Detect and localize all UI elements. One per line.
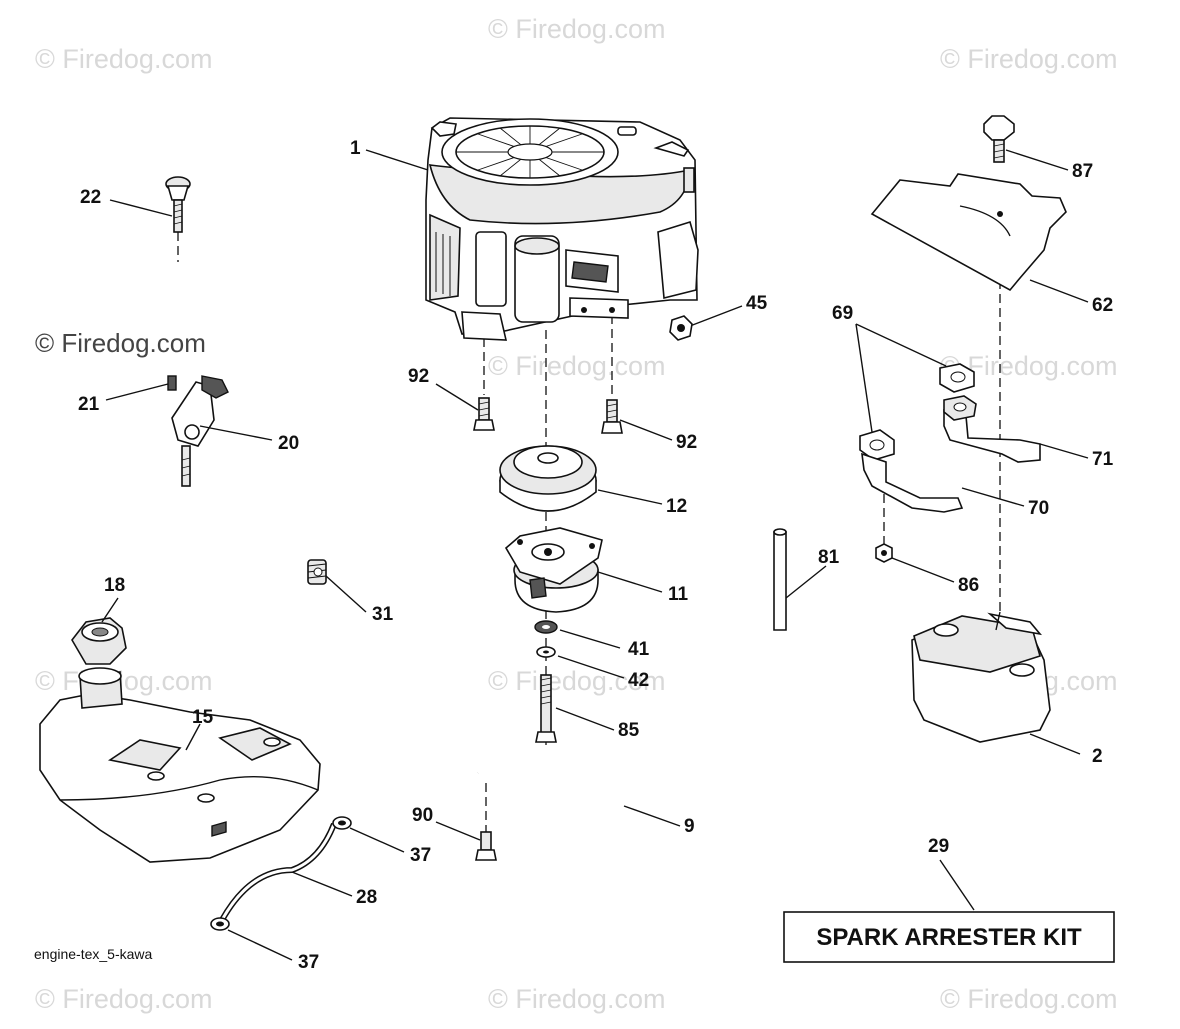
bolt-part[interactable] <box>473 397 623 434</box>
spring-part[interactable] <box>307 559 327 585</box>
callout-20: 20 <box>278 433 299 454</box>
watermark: © Firedog.com <box>488 14 665 44</box>
callout-2: 2 <box>1092 746 1103 767</box>
callout-69: 69 <box>832 303 853 324</box>
callout-86: 86 <box>958 575 979 596</box>
watermark: © Firedog.com <box>488 666 665 696</box>
watermark: © Firedog.com <box>488 984 665 1014</box>
watermark: © Firedog.com <box>35 984 212 1014</box>
muffler-part[interactable] <box>911 611 1051 743</box>
heat-shield-part[interactable] <box>870 173 1067 292</box>
callout-70: 70 <box>1028 498 1049 519</box>
bolt-part[interactable] <box>983 115 1015 163</box>
exhaust-gasket-part[interactable] <box>859 363 975 461</box>
callout-31: 31 <box>372 604 394 625</box>
callout-41: 41 <box>628 639 650 660</box>
diagram-code: engine-tex_5-kawa <box>34 946 153 962</box>
clutch-part[interactable] <box>504 527 603 613</box>
throttle-control-part[interactable] <box>167 375 229 487</box>
kit-label: SPARK ARRESTER KIT <box>816 924 1082 951</box>
rod-part[interactable] <box>476 767 668 842</box>
callout-92: 92 <box>408 366 429 387</box>
hose-clamp-part[interactable] <box>210 816 352 931</box>
callout-9: 9 <box>684 816 695 837</box>
callout-42: 42 <box>628 670 649 691</box>
callout-71: 71 <box>1092 449 1114 470</box>
nut-part[interactable] <box>875 543 893 563</box>
callout-37: 37 <box>410 845 431 866</box>
watermark: © Firedog.com <box>35 328 206 358</box>
callout-22: 22 <box>80 187 101 208</box>
spark-arrester-kit-box[interactable]: SPARK ARRESTER KIT <box>783 911 1115 963</box>
callout-12: 12 <box>666 496 687 517</box>
callout-28: 28 <box>356 887 377 908</box>
leader-lines <box>101 149 1089 961</box>
nut-part[interactable] <box>669 305 743 341</box>
bolt-part[interactable] <box>535 674 557 743</box>
callout-87: 87 <box>1072 161 1093 182</box>
callout-18: 18 <box>104 575 125 596</box>
callout-85: 85 <box>618 720 640 741</box>
callout-29: 29 <box>928 836 949 857</box>
watermark: © Firedog.com <box>35 666 212 696</box>
engine-part[interactable] <box>425 117 699 341</box>
choke-knob-part[interactable] <box>165 176 191 233</box>
callout-11: 11 <box>668 584 689 605</box>
pulley-part[interactable] <box>499 445 597 512</box>
watermark: © Firedog.com <box>35 44 212 74</box>
callout-62: 62 <box>1092 295 1113 316</box>
watermark: © Firedog.com <box>488 351 665 381</box>
callouts: 1 2 9 11 12 15 18 20 21 22 28 29 31 37 3… <box>78 138 1114 973</box>
callout-81: 81 <box>818 547 840 568</box>
washer-part[interactable] <box>534 620 558 658</box>
bolt-part[interactable] <box>475 831 497 861</box>
callout-1: 1 <box>350 138 361 159</box>
watermark: © Firedog.com <box>940 44 1117 74</box>
fuel-tank-part[interactable] <box>39 667 321 863</box>
tube-part[interactable] <box>773 528 787 631</box>
callout-45: 45 <box>746 293 768 314</box>
watermark: © Firedog.com <box>940 984 1117 1014</box>
callout-15: 15 <box>192 707 214 728</box>
exhaust-pipe-part[interactable] <box>861 395 1041 513</box>
callout-90: 90 <box>412 805 433 826</box>
callout-37: 37 <box>298 952 319 973</box>
callout-92: 92 <box>676 432 697 453</box>
fuel-cap-part[interactable] <box>71 617 127 665</box>
callout-21: 21 <box>78 394 100 415</box>
fuel-hose-part[interactable] <box>219 822 337 922</box>
